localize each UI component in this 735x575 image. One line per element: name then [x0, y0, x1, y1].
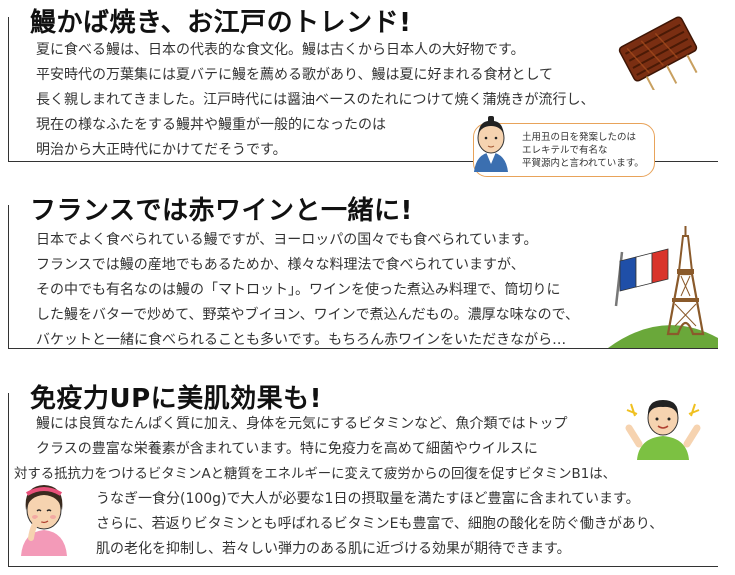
grilled-eel-skewer-icon	[618, 16, 698, 90]
section-heading: 免疫力UPに美肌効果も!	[26, 378, 331, 415]
body-line: うなぎ一食分(100g)で大人が必要な1日の摂取量を満たすほど豊富に含まれていま…	[96, 491, 640, 507]
body-line: フランスでは鰻の産地でもあるためか、様々な料理法で食べられていますが、	[36, 257, 525, 273]
body-line: クラスの豊富な栄養素が含まれています。特に免疫力を高めて細菌やウイルスに	[36, 441, 538, 457]
section-immunity: 免疫力UPに美肌効果も! 鰻には良質なたんぱく質に加え、身体を元気にするビタミン…	[8, 376, 718, 568]
body-line: 長く親しまれてきました。江戸時代には醤油ベースのたれにつけて焼く蒲焼きが流行し、	[36, 92, 595, 108]
section-body: 日本でよく食べられている鰻ですが、ヨーロッパの国々でも食べられています。 フラン…	[36, 228, 579, 353]
section-heading: フランスでは赤ワインと一緒に!	[26, 190, 421, 227]
body-line: 夏に食べる鰻は、日本の代表的な食文化。鰻は古くから日本人の大好物です。	[36, 42, 525, 58]
body-line: その中でも有名なのは鰻の「マトロット」。ワインを使った煮込み料理で、筒切りに	[36, 282, 561, 298]
girl-icon	[21, 485, 67, 556]
bubble-line: 平賀源内と言われています。	[522, 158, 644, 169]
france-flag-icon	[614, 248, 669, 307]
section-france: フランスでは赤ワインと一緒に! 日本でよく食べられている鰻ですが、ヨーロッパの国…	[8, 188, 718, 356]
bubble-line: エレキテルで有名な	[522, 145, 608, 156]
body-line: 現在の様なふたをする鰻丼や鰻重が一般的になったのは	[36, 117, 386, 133]
section-frame-bottom	[8, 393, 718, 567]
body-line: 鰻には良質なたんぱく質に加え、身体を元気にするビタミンなど、魚介類ではトップ	[36, 416, 568, 432]
body-line: 対する抵抗力をつけるビタミンAと糖質をエネルギーに変えて疲労からの回復を促すビタ…	[14, 467, 616, 482]
section-edo-trend: 鰻かば焼き、お江戸のトレンド! 夏に食べる鰻は、日本の代表的な食文化。鰻は古くか…	[8, 0, 718, 177]
body-line: 肌の老化を抑制し、若々しい弾力のある肌に近づける効果が期待できます。	[96, 541, 571, 557]
section-body: 鰻には良質なたんぱく質に加え、身体を元気にするビタミンなど、魚介類ではトップ ク…	[14, 412, 664, 562]
bubble-line: 土用丑の日を発案したのは	[522, 132, 637, 143]
body-line: 平安時代の万葉集には夏バテに鰻を薦める歌があり、鰻は夏に好まれる食材として	[36, 67, 554, 83]
body-line: 日本でよく食べられている鰻ですが、ヨーロッパの国々でも食べられています。	[36, 232, 538, 248]
body-line: した鰻をバターで炒めて、野菜やブイヨン、ワインで煮込んだもの。濃厚な味なので、	[36, 307, 580, 323]
eiffel-tower-icon	[666, 226, 705, 336]
grass-hill-icon	[608, 325, 718, 348]
edo-man-icon	[474, 116, 508, 172]
section-body: 夏に食べる鰻は、日本の代表的な食文化。鰻は古くから日本人の大好物です。 平安時代…	[36, 38, 594, 163]
body-line: さらに、若返りビタミンとも呼ばれるビタミンEも豊富で、細胞の酸化を防ぐ働きがあり…	[96, 516, 664, 532]
body-line: 明治から大正時代にかけてだそうです。	[36, 142, 287, 158]
section-heading: 鰻かば焼き、お江戸のトレンド!	[26, 2, 420, 39]
section-frame-bottom	[8, 205, 718, 349]
body-line: バケットと一緒に食べられることも多いです。もちろん赤ワインをいただきながら…	[36, 332, 567, 348]
boy-icon	[625, 400, 701, 460]
